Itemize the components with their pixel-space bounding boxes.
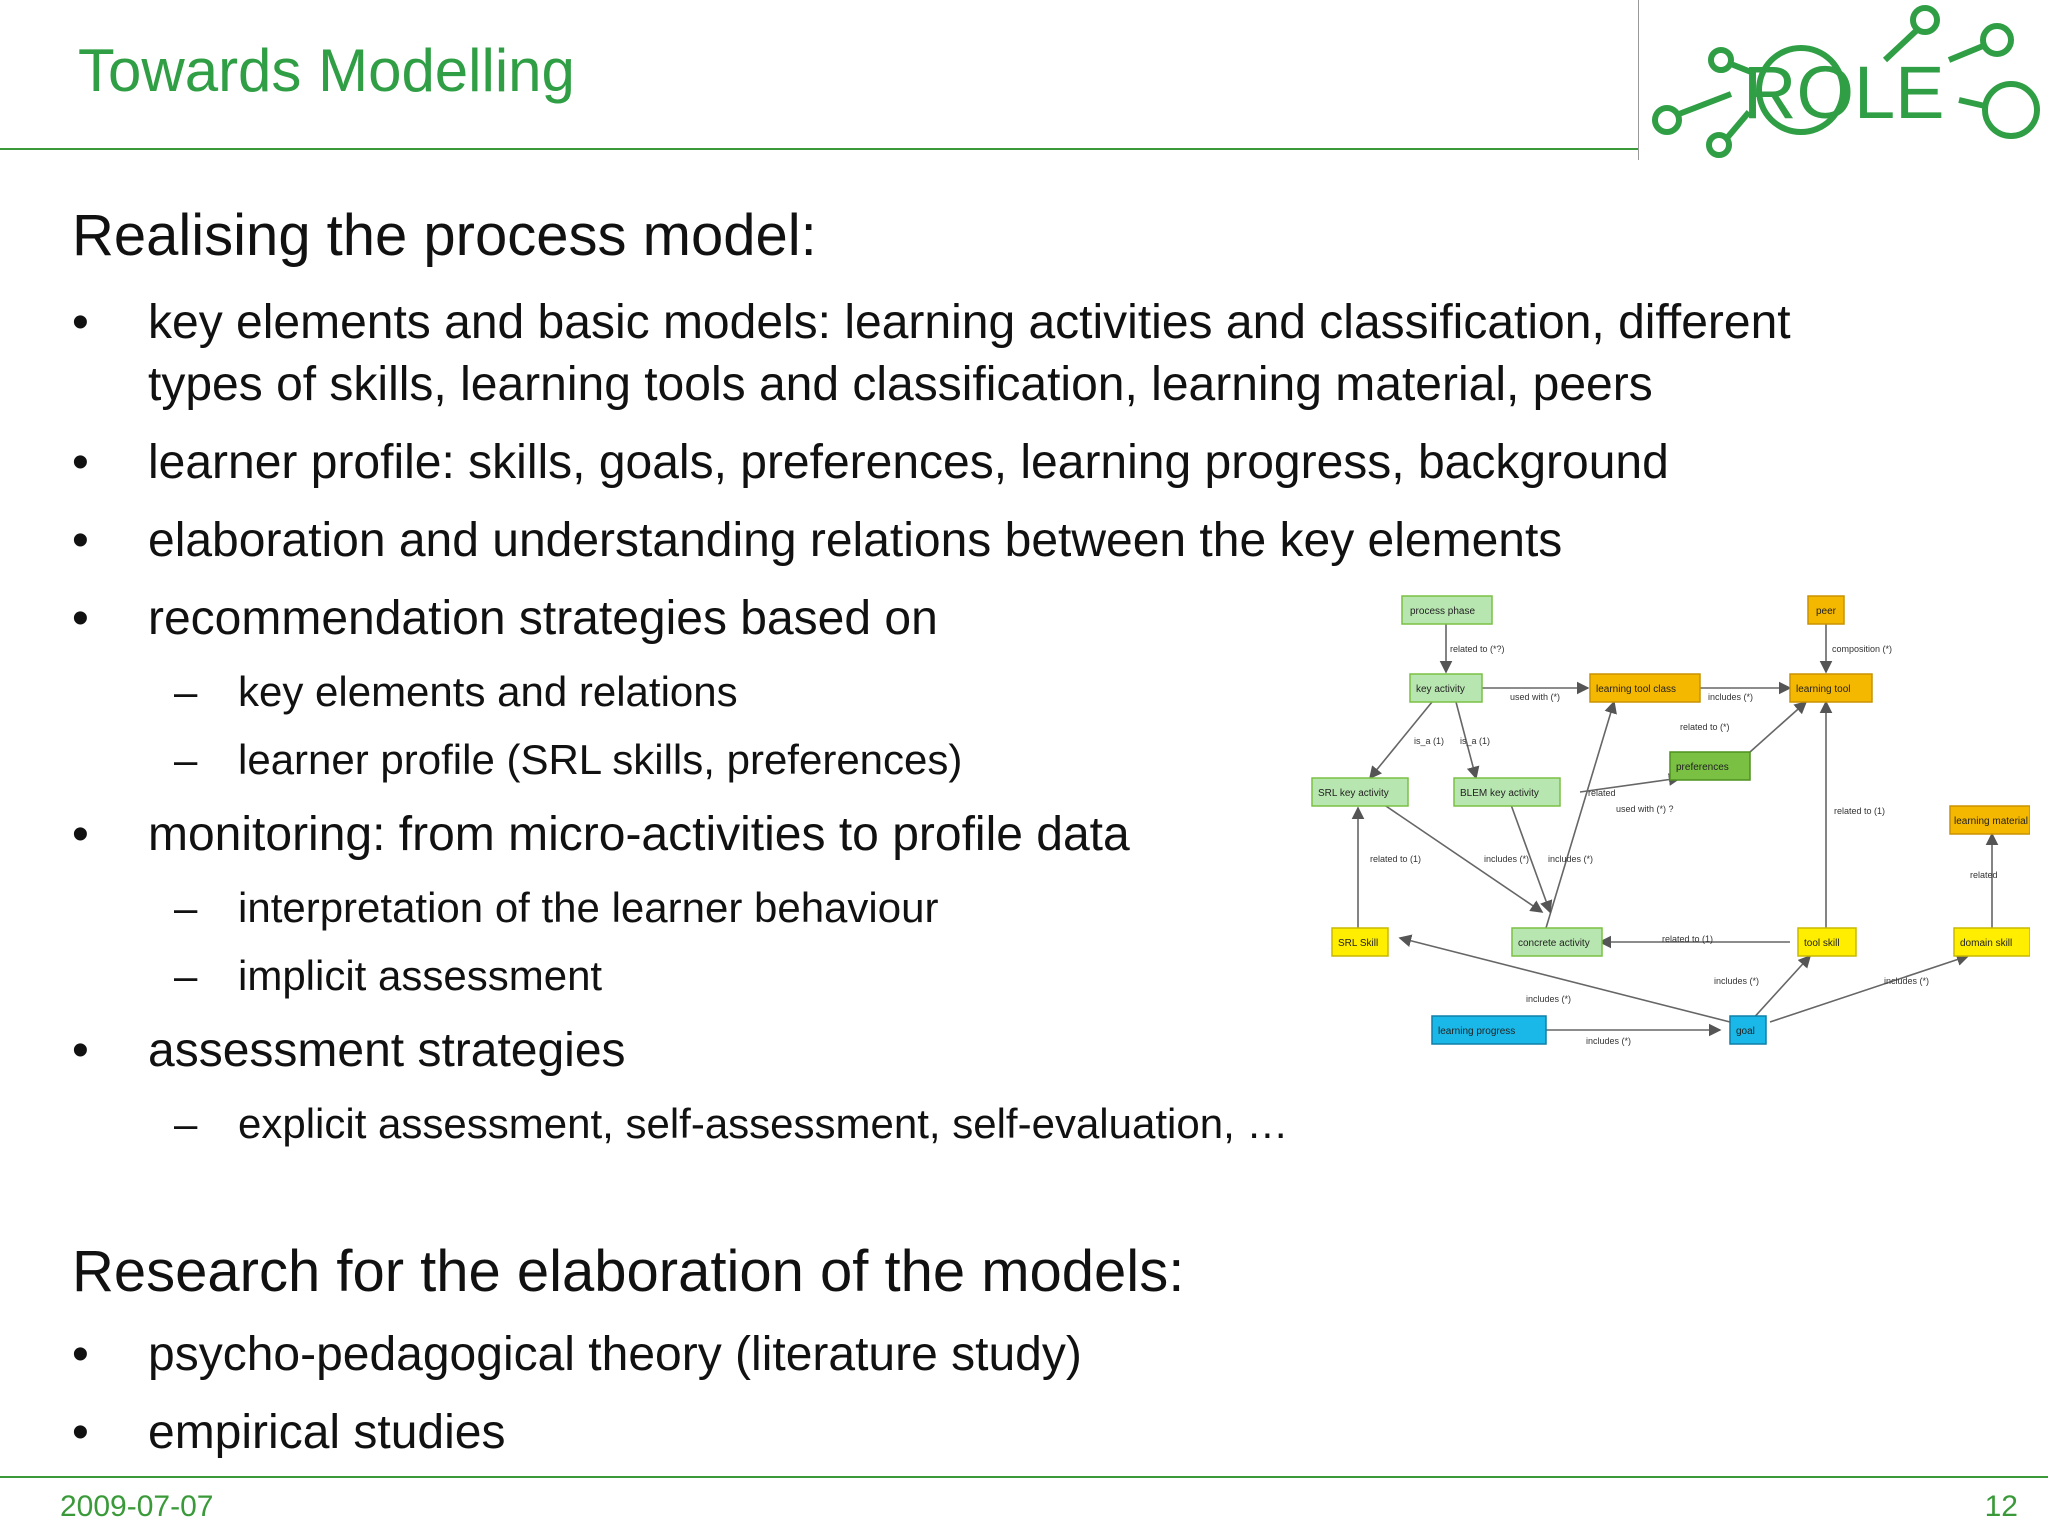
svg-text:related to (*): related to (*) (1680, 722, 1730, 732)
node-label: learning tool class (1596, 684, 1676, 695)
node-label: preferences (1676, 762, 1729, 773)
svg-text:related: related (1970, 870, 1998, 880)
node-tool-skill (1797, 927, 1857, 957)
svg-text:includes (*): includes (*) (1714, 976, 1759, 986)
svg-text:composition (*): composition (*) (1832, 644, 1892, 654)
node-label: SRL Skill (1338, 938, 1378, 949)
node-label: process phase (1410, 606, 1475, 617)
node-peer (1807, 595, 1845, 625)
svg-text:includes (*): includes (*) (1586, 1036, 1631, 1046)
node-key-activity (1409, 673, 1483, 703)
diagram-edge-labels: related to (*?) composition (*) used wit… (1370, 644, 1998, 1046)
node-preferences (1669, 751, 1751, 781)
node-learning-tool-class (1589, 673, 1701, 703)
node-label: learning tool (1796, 684, 1850, 695)
list-item: assessment strategies (72, 1020, 625, 1082)
diagram-nodes: process phase peer key activity learning… (1311, 595, 2031, 1045)
page-number: 12 (1984, 1490, 2018, 1523)
footer-date: 2009-07-07 (60, 1490, 214, 1523)
list-item: recommendation strategies based on (72, 588, 938, 650)
svg-text:used with (*) ?: used with (*) ? (1616, 804, 1674, 814)
svg-text:related to (1): related to (1) (1834, 806, 1885, 816)
svg-text:includes (*): includes (*) (1884, 976, 1929, 986)
svg-text:related: related (1588, 788, 1616, 798)
footer-divider (0, 1476, 2048, 1478)
node-label: learning material (1954, 816, 2028, 827)
sub-list-item: key elements and relations (174, 664, 738, 720)
svg-text:used with (*): used with (*) (1510, 692, 1560, 702)
list-item: psycho-pedagogical theory (literature st… (72, 1324, 1082, 1386)
svg-text:related to (1): related to (1) (1662, 934, 1713, 944)
node-label: tool skill (1804, 938, 1840, 949)
node-label: concrete activity (1518, 938, 1590, 949)
role-logo: ROLE (1638, 0, 2048, 160)
section2-heading: Research for the elaboration of the mode… (72, 1239, 1185, 1304)
list-item: key elements and basic models: learning … (72, 292, 1791, 354)
node-label: SRL key activity (1318, 788, 1389, 799)
node-concrete-activity (1511, 927, 1603, 957)
svg-text:includes (*): includes (*) (1548, 854, 1593, 864)
list-item: elaboration and understanding relations … (72, 510, 1562, 572)
svg-text:is_a (1): is_a (1) (1460, 736, 1490, 746)
node-label: learning progress (1438, 1026, 1515, 1037)
node-label: key activity (1416, 684, 1465, 695)
list-item-continuation-text: types of skills, learning tools and clas… (148, 358, 1653, 411)
node-process-phase (1401, 595, 1493, 625)
svg-text:related to (*?): related to (*?) (1450, 644, 1505, 654)
list-item: empirical studies (72, 1402, 506, 1464)
sub-list-item: interpretation of the learner behaviour (174, 880, 938, 936)
list-item: learner profile: skills, goals, preferen… (72, 432, 1669, 494)
role-logo-graphic: ROLE (1652, 5, 2040, 158)
title-divider (0, 148, 2048, 150)
node-learning-progress (1431, 1015, 1547, 1045)
sub-list-item: implicit assessment (174, 948, 602, 1004)
svg-text:includes (*): includes (*) (1526, 994, 1571, 1004)
node-label: peer (1816, 606, 1837, 617)
node-srl-skill (1331, 927, 1389, 957)
node-label: domain skill (1960, 938, 2012, 949)
node-srl-key-activity (1311, 777, 1409, 807)
svg-text:related to (1): related to (1) (1370, 854, 1421, 864)
list-item-continuation: types of skills, learning tools and clas… (148, 354, 1653, 416)
sub-list-item: explicit assessment, self-assessment, se… (174, 1096, 1288, 1152)
node-goal (1729, 1015, 1767, 1045)
process-model-diagram: related to (*?) composition (*) used wit… (1310, 582, 2031, 1062)
svg-text:includes (*): includes (*) (1484, 854, 1529, 864)
sub-list-item: learner profile (SRL skills, preferences… (174, 732, 962, 788)
slide-title: Towards Modelling (78, 37, 575, 104)
svg-text:includes (*): includes (*) (1708, 692, 1753, 702)
node-label: BLEM key activity (1460, 788, 1539, 799)
node-blem-key-activity (1453, 777, 1561, 807)
svg-text:is_a (1): is_a (1) (1414, 736, 1444, 746)
logo-text: ROLE (1743, 51, 1945, 134)
list-item: monitoring: from micro-activities to pro… (72, 804, 1130, 866)
node-learning-tool (1789, 673, 1873, 703)
node-label: goal (1736, 1026, 1755, 1037)
section1-heading: Realising the process model: (72, 203, 817, 268)
diagram-svg: related to (*?) composition (*) used wit… (1311, 595, 2031, 1046)
diagram-edges (1351, 624, 1999, 1037)
